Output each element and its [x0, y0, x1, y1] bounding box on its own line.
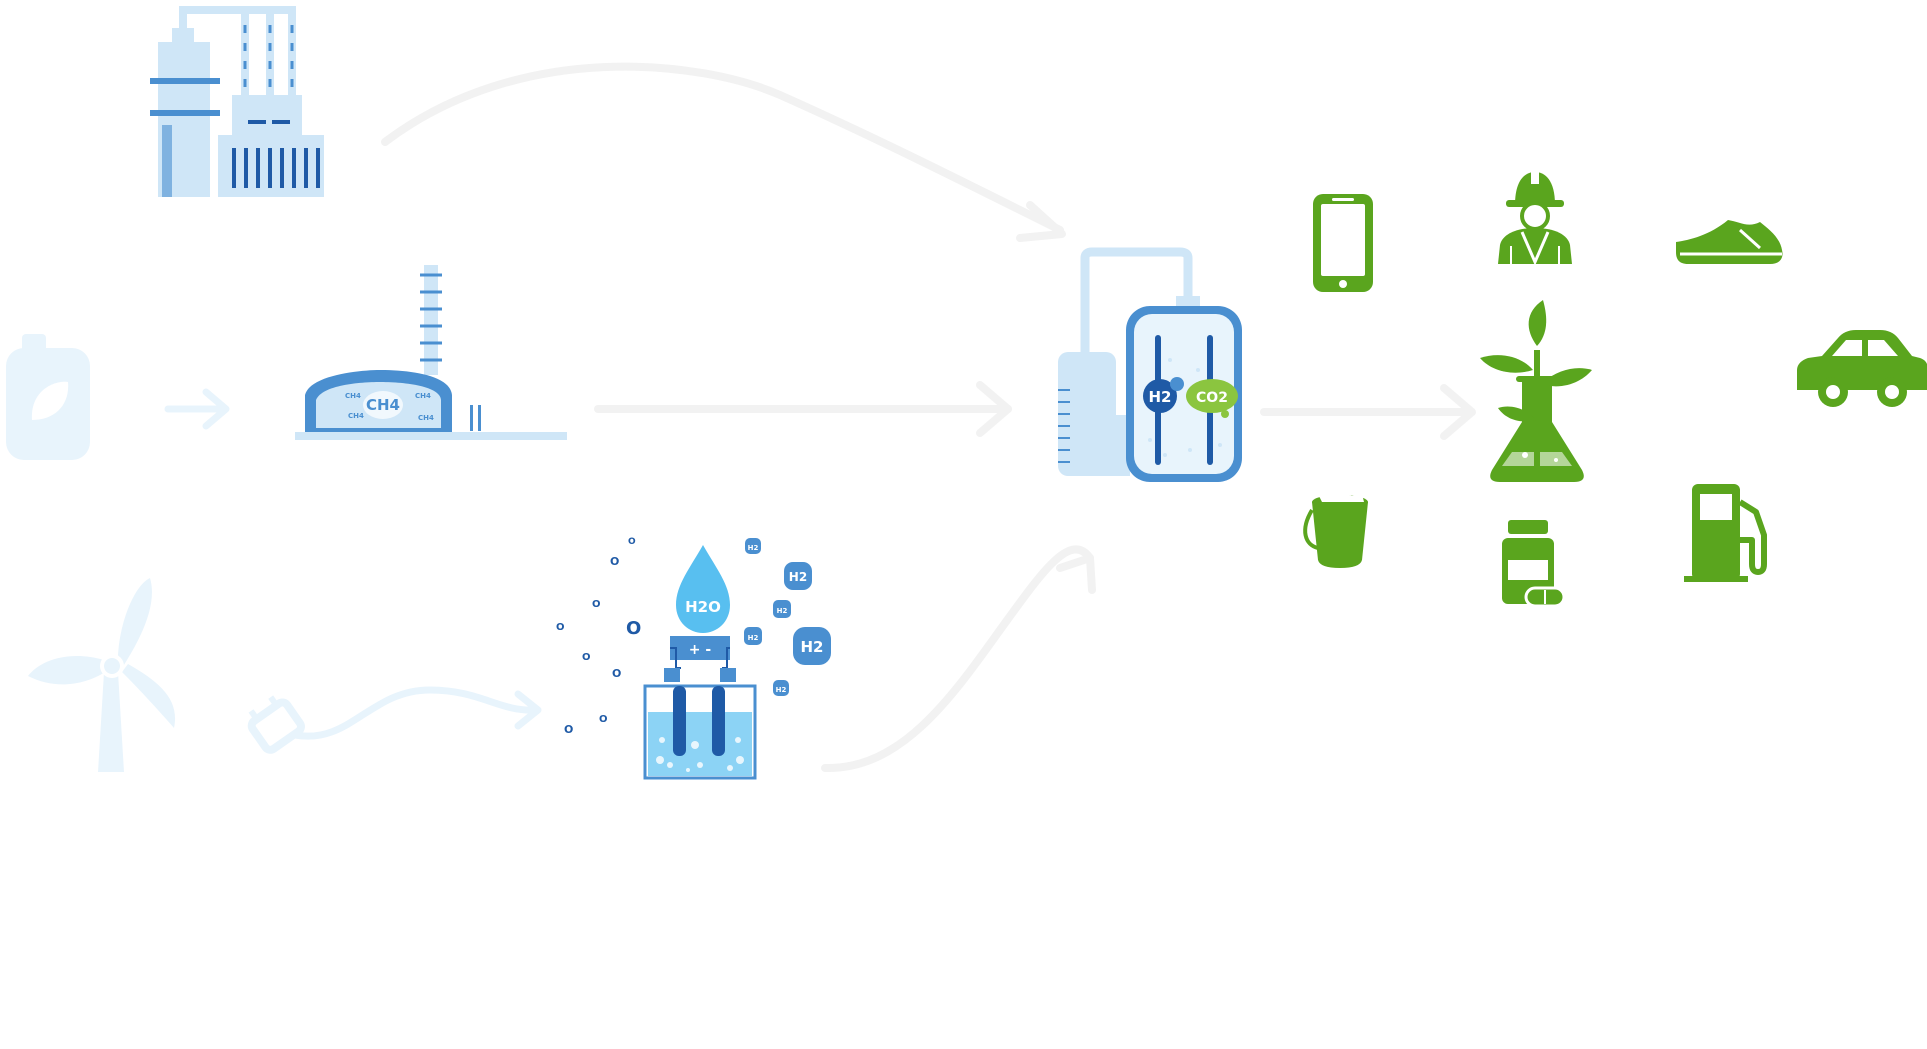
ch4-small-label: CH4 — [415, 392, 431, 400]
shoe-icon — [1676, 220, 1783, 264]
flow-arrow-from-digester — [594, 381, 1012, 437]
svg-text:H2: H2 — [776, 686, 787, 694]
gas-cylinder-icon — [6, 334, 90, 460]
oxygen-bubbles: O O O O O O O O O — [556, 537, 641, 736]
flow-arrow-power-to-electrolyzer — [291, 686, 542, 740]
svg-text:H2: H2 — [748, 634, 759, 642]
power-plug-icon — [247, 695, 305, 754]
bioreactor-icon: H2 CO2 — [1058, 247, 1242, 482]
ch4-small-label: CH4 — [418, 414, 434, 422]
flow-arrow-to-products — [1260, 384, 1476, 440]
h2o-label: H2O — [685, 598, 721, 616]
svg-text:O: O — [592, 599, 601, 610]
plant-flask-icon — [1480, 300, 1592, 482]
svg-text:O: O — [610, 555, 619, 568]
ch4-small-label: CH4 — [348, 412, 364, 420]
svg-text:H2: H2 — [748, 544, 759, 552]
svg-text:H2: H2 — [777, 607, 788, 615]
svg-text:O: O — [599, 714, 608, 725]
hydrogen-bubbles: H2 H2 H2 H2 H2 H2 — [744, 538, 831, 696]
svg-text:O: O — [582, 652, 591, 663]
svg-text:O: O — [626, 618, 641, 639]
h2-reactor-label: H2 — [1149, 388, 1172, 406]
fuel-pump-icon — [1684, 484, 1767, 582]
svg-text:O: O — [556, 622, 565, 633]
electrolyzer-icon: H2O + - O O O O O O O O O H2 — [556, 537, 831, 780]
svg-text:O: O — [564, 723, 573, 736]
svg-text:O: O — [612, 667, 621, 680]
svg-text:O: O — [628, 537, 636, 547]
flow-arrow-from-factory — [381, 62, 1066, 242]
worker-icon — [1498, 172, 1572, 266]
flow-arrow-gas-to-digester — [164, 388, 230, 430]
paint-bucket-icon — [1303, 492, 1368, 568]
factory-icon — [150, 6, 324, 197]
co2-reactor-label: CO2 — [1196, 390, 1228, 406]
medicine-bottle-icon — [1502, 520, 1566, 608]
wind-turbine-icon — [28, 578, 176, 772]
svg-text:H2: H2 — [789, 570, 807, 584]
biogas-digester-icon: CH4 CH4 CH4 CH4 CH4 — [295, 265, 567, 440]
car-icon — [1797, 330, 1927, 407]
ch4-small-label: CH4 — [345, 392, 361, 400]
battery-terminals-label: + - — [689, 642, 712, 658]
ch4-label: CH4 — [366, 396, 400, 414]
svg-text:H2: H2 — [801, 638, 824, 656]
phone-icon — [1313, 194, 1373, 292]
flow-arrow-from-electrolyzer — [821, 545, 1096, 773]
